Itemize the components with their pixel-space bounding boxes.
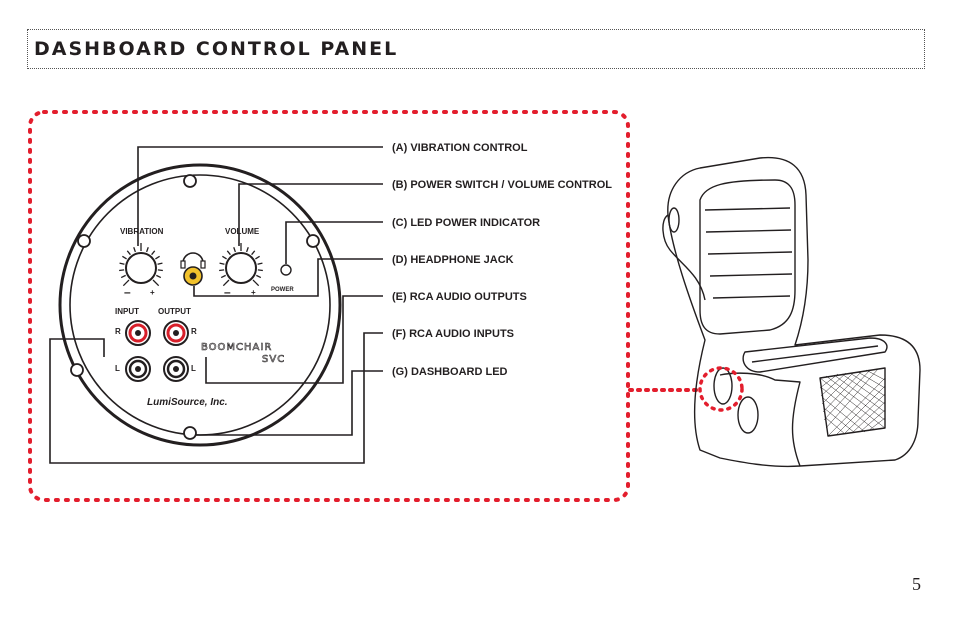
knob-tick (255, 255, 260, 260)
knob-tick (233, 247, 236, 253)
rca-input-right[interactable] (125, 320, 151, 346)
boomchair-illustration (662, 156, 921, 468)
knob-tick (151, 250, 156, 256)
volume-minus: – (224, 285, 231, 299)
knob-tick (157, 262, 163, 265)
knob-tick (220, 274, 226, 279)
knob-tick (222, 279, 230, 287)
callout-e: (E) RCA AUDIO OUTPUTS (392, 291, 527, 303)
headphone-jack[interactable] (180, 252, 206, 286)
headphone-icon (182, 252, 204, 264)
power-label: POWER (271, 287, 294, 293)
knob-tick (246, 247, 249, 253)
knob-tick (155, 255, 160, 260)
knob-tick (257, 269, 263, 272)
rca-input-left[interactable] (125, 356, 151, 382)
knob-tick (152, 279, 160, 287)
screw-icon (77, 234, 91, 248)
knob-tick (133, 247, 136, 253)
rca-output-left[interactable] (163, 356, 189, 382)
knob-tick (252, 279, 260, 287)
screw-icon (70, 363, 84, 377)
knob-tick (119, 262, 125, 265)
control-panel: VIBRATION VOLUME POWER – + – + INPUT OUT (58, 163, 342, 447)
knob-tick (122, 255, 127, 260)
screw-icon (183, 426, 197, 440)
screw-icon (183, 174, 197, 188)
output-l-label: L (191, 364, 196, 373)
vibration-label: VIBRATION (120, 227, 164, 236)
callout-g: (G) DASHBOARD LED (392, 366, 508, 378)
vibration-knob[interactable] (119, 243, 163, 287)
input-r-label: R (115, 327, 121, 336)
power-led (280, 264, 292, 276)
page-number: 5 (912, 574, 921, 594)
output-r-label: R (191, 327, 197, 336)
knob-tick (226, 250, 231, 256)
input-l-label: L (115, 364, 120, 373)
chair-highlight (698, 366, 744, 412)
callout-a: (A) VIBRATION CONTROL (392, 142, 528, 154)
vibration-plus: + (150, 288, 155, 297)
callout-c: (C) LED POWER INDICATOR (392, 217, 540, 229)
knob-tick (251, 250, 256, 256)
knob-tick (157, 269, 163, 272)
callout-f: (F) RCA AUDIO INPUTS (392, 328, 514, 340)
knob-tick (219, 262, 225, 265)
knob-tick (156, 274, 162, 279)
knob-tick (120, 274, 126, 279)
maker-logo: LumiSource, Inc. (147, 397, 228, 408)
volume-plus: + (251, 288, 256, 297)
page-title: DASHBOARD CONTROL PANEL (34, 38, 399, 60)
knob-tick (257, 262, 263, 265)
knob-tick (146, 247, 149, 253)
input-label: INPUT (115, 307, 139, 316)
knob-tick (256, 274, 262, 279)
knob-tick (119, 269, 125, 272)
section-title-bar: DASHBOARD CONTROL PANEL (27, 29, 925, 69)
brand-name: BOOMCHAIR (201, 342, 272, 353)
rca-output-right[interactable] (163, 320, 189, 346)
knob-tick (219, 269, 225, 272)
knob-tick (126, 250, 131, 256)
volume-label: VOLUME (225, 227, 260, 236)
knob-tick (122, 279, 130, 287)
output-label: OUTPUT (158, 307, 191, 316)
highlight-frame (28, 110, 630, 502)
leader-lines (49, 146, 383, 464)
callout-b: (B) POWER SWITCH / VOLUME CONTROL (392, 179, 612, 191)
screw-icon (306, 234, 320, 248)
volume-knob[interactable] (219, 243, 263, 287)
brand-model: SVC (262, 354, 285, 365)
knob-tick (222, 255, 227, 260)
callout-d: (D) HEADPHONE JACK (392, 254, 514, 266)
vibration-minus: – (124, 285, 131, 299)
